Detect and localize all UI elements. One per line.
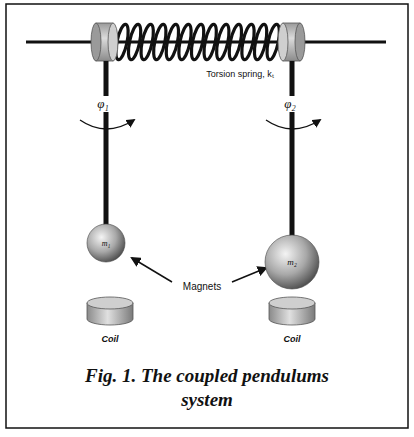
left-rod bbox=[104, 61, 109, 226]
rotation-arrow bbox=[266, 120, 320, 129]
mass-label: m₁ bbox=[102, 239, 111, 248]
angle-label: φ₂ bbox=[282, 96, 298, 112]
coil-label: Coil bbox=[284, 334, 301, 344]
figure-caption: Fig. 1. The coupled pendulums system bbox=[57, 364, 357, 412]
spring-label: Torsion spring, kₜ bbox=[204, 67, 276, 80]
magnets-label: Magnets bbox=[181, 281, 223, 292]
angle-label: φ₁ bbox=[95, 96, 111, 112]
leader-arrow bbox=[132, 258, 172, 282]
coil-cylinder bbox=[268, 296, 316, 354]
magnet-bob: m₂ bbox=[264, 234, 320, 290]
rotation-arrow bbox=[80, 120, 134, 129]
coil-node: Coil bbox=[86, 296, 134, 354]
right-disk bbox=[278, 23, 305, 61]
coil-label: Coil bbox=[102, 334, 119, 344]
right-rod bbox=[290, 61, 295, 238]
left-disk bbox=[91, 23, 118, 61]
leader-arrow bbox=[232, 268, 266, 282]
frame bbox=[6, 4, 408, 428]
mass-label: m₂ bbox=[287, 257, 297, 267]
magnet-bob: m₁ bbox=[86, 223, 126, 263]
coil-node: Coil bbox=[268, 296, 316, 354]
torsion-spring bbox=[113, 23, 281, 60]
coil-cylinder bbox=[86, 296, 134, 354]
